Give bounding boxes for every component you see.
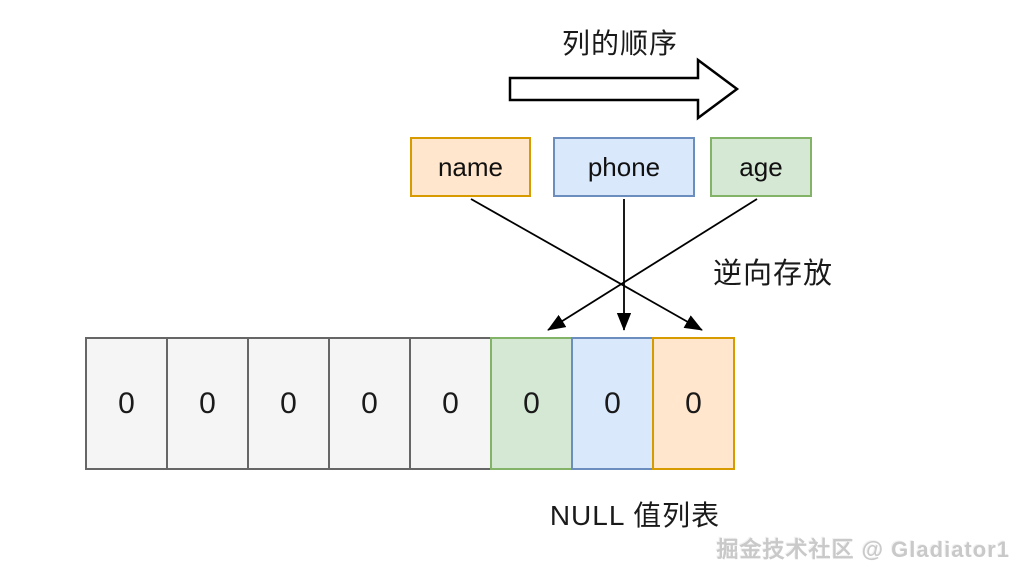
bitmap-cell-age: 0 [490, 337, 573, 470]
null-bitmap-row: 0 0 0 0 0 0 0 0 [85, 337, 735, 470]
bitmap-cell-name: 0 [652, 337, 735, 470]
null-list-label: NULL 值列表 [549, 500, 721, 531]
column-order-arrow-icon [508, 57, 740, 121]
arrow-name-to-orange-cell [470, 198, 703, 331]
bitmap-cell-gray-4: 0 [328, 337, 411, 470]
column-box-phone: phone [553, 137, 695, 197]
bitmap-cell-phone: 0 [571, 337, 654, 470]
reverse-storage-label: 逆向存放 [713, 258, 834, 290]
column-box-name: name [410, 137, 531, 197]
watermark: 掘金技术社区 @ Gladiator1 [716, 537, 1010, 562]
bitmap-cell-gray-5: 0 [409, 337, 492, 470]
column-box-age: age [710, 137, 812, 197]
bitmap-cell-gray-3: 0 [247, 337, 330, 470]
bitmap-cell-gray-1: 0 [85, 337, 168, 470]
column-order-label: 列的顺序 [561, 28, 678, 59]
bitmap-cell-gray-2: 0 [166, 337, 249, 470]
